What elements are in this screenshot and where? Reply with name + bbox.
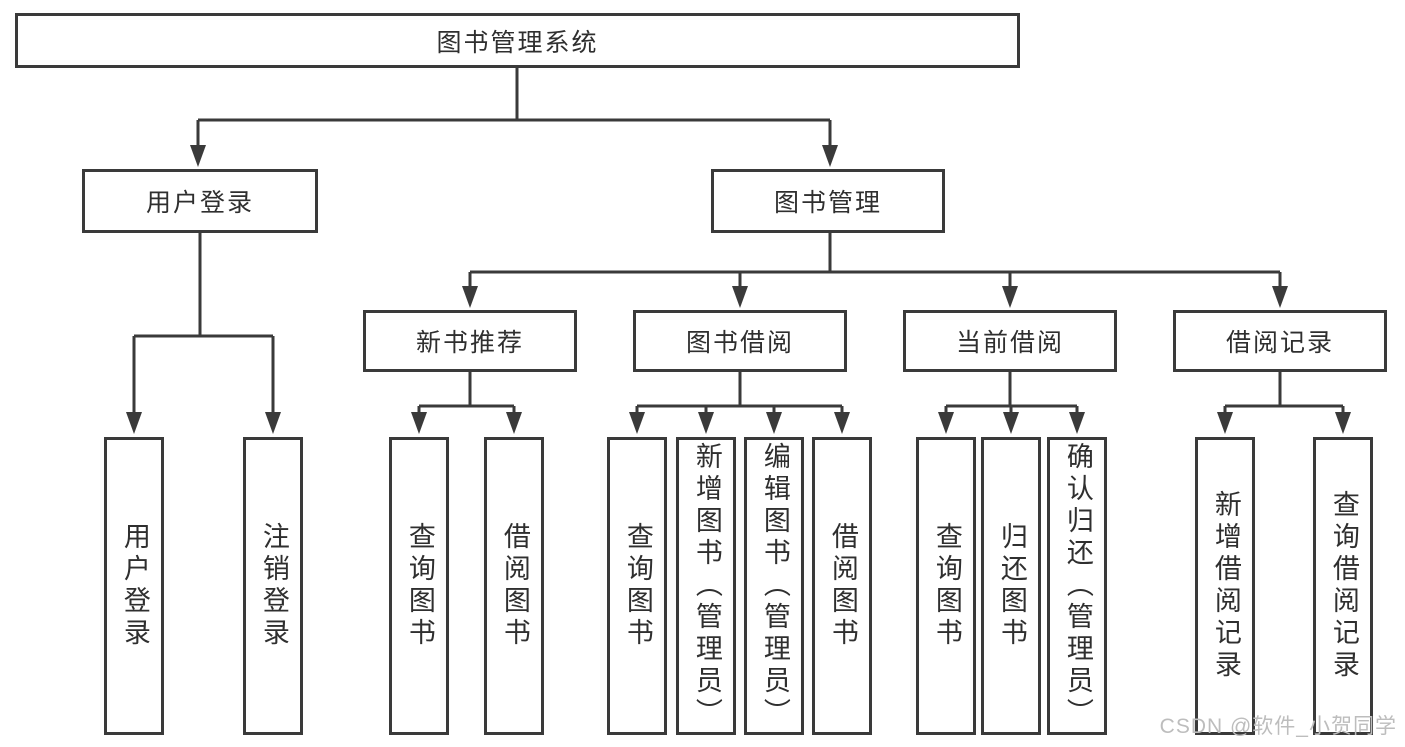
- leaf-edit-book-admin-label: 编辑图书（管理员）: [759, 442, 790, 730]
- leaf-query-books-current: 查询图书: [916, 437, 976, 735]
- node-book-management: 图书管理: [711, 169, 945, 233]
- leaf-borrow-books-2: 借阅图书: [812, 437, 872, 735]
- leaf-add-book-admin-label: 新增图书（管理员）: [691, 442, 722, 730]
- leaf-query-books-borrow: 查询图书: [607, 437, 667, 735]
- node-root-label: 图书管理系统: [436, 28, 599, 57]
- connector-userlogin-to-leaves: [132, 233, 275, 418]
- node-new-book-recommend-label: 新书推荐: [415, 329, 524, 357]
- node-current-borrow: 当前借阅: [903, 310, 1117, 372]
- leaf-user-login: 用户登录: [104, 437, 164, 735]
- connector-root-to-level2: [196, 68, 832, 152]
- leaf-borrow-books-2-label: 借阅图书: [827, 522, 858, 650]
- node-current-borrow-label: 当前借阅: [955, 329, 1064, 357]
- node-root: 图书管理系统: [15, 13, 1020, 68]
- leaf-logout-label: 注销登录: [258, 522, 289, 650]
- connector-level3-to-leaves: [417, 372, 1345, 418]
- node-new-book-recommend: 新书推荐: [363, 310, 577, 372]
- node-user-login: 用户登录: [82, 169, 318, 233]
- connector-bookmgmt-to-level3: [468, 233, 1282, 293]
- leaf-return-book: 归还图书: [981, 437, 1041, 735]
- leaf-edit-book-admin: 编辑图书（管理员）: [744, 437, 804, 735]
- leaf-add-book-admin: 新增图书（管理员）: [676, 437, 736, 735]
- leaf-query-books-borrow-label: 查询图书: [622, 522, 653, 650]
- leaf-add-borrow-record-label: 新增借阅记录: [1210, 490, 1241, 682]
- leaf-logout: 注销登录: [243, 437, 303, 735]
- node-user-login-label: 用户登录: [145, 189, 254, 217]
- leaf-borrow-books-recommend-label: 借阅图书: [499, 522, 530, 650]
- leaf-query-books-current-label: 查询图书: [931, 522, 962, 650]
- csdn-watermark: CSDN @软件_小贺同学: [1159, 715, 1397, 738]
- leaf-query-books-recommend: 查询图书: [389, 437, 449, 735]
- node-book-borrow-label: 图书借阅: [685, 329, 794, 357]
- leaf-confirm-return-admin-label: 确认归还（管理员）: [1062, 442, 1093, 730]
- leaf-user-login-label: 用户登录: [119, 522, 150, 650]
- leaf-confirm-return-admin: 确认归还（管理员）: [1047, 437, 1107, 735]
- node-borrow-records: 借阅记录: [1173, 310, 1387, 372]
- node-borrow-records-label: 借阅记录: [1225, 329, 1334, 357]
- leaf-borrow-books-recommend: 借阅图书: [484, 437, 544, 735]
- leaf-query-borrow-record: 查询借阅记录: [1313, 437, 1373, 735]
- node-book-borrow: 图书借阅: [633, 310, 847, 372]
- node-book-management-label: 图书管理: [773, 189, 882, 217]
- leaf-return-book-label: 归还图书: [996, 522, 1027, 650]
- leaf-add-borrow-record: 新增借阅记录: [1195, 437, 1255, 735]
- leaf-query-books-recommend-label: 查询图书: [404, 522, 435, 650]
- leaf-query-borrow-record-label: 查询借阅记录: [1328, 490, 1359, 682]
